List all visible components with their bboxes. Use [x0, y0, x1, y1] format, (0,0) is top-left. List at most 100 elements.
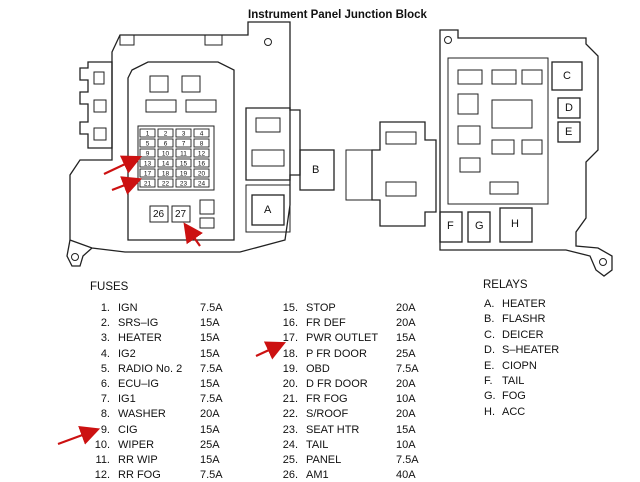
fuse-name: SRS–IG	[118, 317, 159, 330]
fuse-slot	[193, 128, 210, 138]
relay-name: FOG	[502, 390, 526, 403]
fuse-slot	[193, 168, 210, 178]
fuse-rating: 15A	[200, 347, 220, 360]
fuse-slot-number: 13	[144, 161, 152, 168]
fuse-name: P FR DOOR	[306, 347, 367, 360]
relay-name: HEATER	[502, 298, 546, 310]
fuse-number: 10.	[94, 438, 110, 451]
fuse-number: 21.	[282, 393, 298, 406]
fuse-rating: 20A	[396, 317, 416, 330]
relay-letter: B.	[484, 313, 495, 326]
fuse-rating: 7.5A	[396, 454, 419, 466]
fuse-name: AM1	[306, 469, 329, 482]
label-fuse-27: 27	[175, 209, 187, 220]
fuse-slot	[157, 158, 174, 168]
fuse-rating: 15A	[396, 423, 416, 436]
relay-f-box	[439, 211, 463, 243]
label-relay-h: H	[511, 218, 519, 230]
fuse-name: IG1	[118, 393, 136, 406]
fuse-slot	[193, 138, 210, 148]
label-relay-b: B	[312, 164, 320, 176]
diagram-title: Instrument Panel Junction Block	[248, 9, 427, 21]
fuse-slot	[193, 178, 210, 188]
label-relay-c: C	[563, 70, 571, 82]
fuse-number: 4.	[100, 347, 110, 360]
fuse-name: D FR DOOR	[306, 378, 368, 390]
fuse-slot	[139, 148, 156, 158]
fuse-slot	[139, 128, 156, 138]
relay-letter: G.	[484, 390, 496, 403]
relay-letter: A.	[484, 298, 495, 310]
relay-letter: C.	[484, 328, 495, 341]
fuse-slot-number: 20	[198, 171, 206, 178]
fuse-number: 11.	[95, 454, 110, 466]
fuse-rating: 7.5A	[200, 362, 223, 375]
fuse-rating: 15A	[396, 332, 416, 345]
label-relay-f: F	[447, 220, 454, 232]
fuse-rating: 20A	[396, 408, 416, 421]
fuse-rating: 7.5A	[200, 469, 223, 482]
fuse-slot-number: 11	[180, 151, 187, 158]
relay-name: TAIL	[502, 375, 525, 387]
fuse-name: IG2	[118, 347, 136, 360]
fuse-slot	[175, 168, 192, 178]
label-fuse-26: 26	[153, 209, 165, 220]
fuse-slot	[175, 138, 192, 148]
right-junction-housing	[345, 29, 613, 277]
fuse-name: FR FOG	[306, 393, 348, 406]
fuse-slot-number: 7	[182, 141, 186, 148]
fuse-rating: 20A	[396, 378, 416, 390]
fuse-slot-number: 15	[180, 161, 188, 168]
fuse-rating: 10A	[396, 393, 416, 406]
fuse-slot-number: 18	[162, 171, 170, 178]
relay-a-box	[251, 194, 285, 226]
fuse-slot-number: 17	[144, 171, 152, 178]
fuse-slot-number: 16	[198, 161, 206, 168]
fuse-rating: 10A	[396, 438, 416, 451]
fuse-slot-number: 19	[180, 171, 188, 178]
fuse-name: RADIO No. 2	[118, 362, 183, 375]
fuse-slot-number: 5	[146, 141, 150, 148]
fuse-name: HEATER	[118, 332, 162, 345]
fuse-slot	[139, 138, 156, 148]
fuse-rating: 20A	[200, 408, 220, 421]
fuse-number: 22.	[282, 408, 298, 421]
fuse-rating: 15A	[200, 317, 220, 330]
fuse-slot-number: 22	[162, 181, 170, 188]
fuse-number: 5.	[100, 362, 110, 375]
fuse-slot-number: 4	[200, 131, 204, 138]
relay-b-box	[299, 149, 335, 191]
fuse-rating: 20A	[396, 302, 416, 314]
arrow-to-fuse-27	[183, 222, 203, 247]
fuse-name: S/ROOF	[306, 408, 349, 421]
fuses-heading: FUSES	[90, 281, 129, 293]
fuse-slot	[157, 148, 174, 158]
fuse-slot-number: 9	[146, 151, 150, 158]
fuse-number: 23.	[282, 423, 298, 436]
fuse-rating: 7.5A	[200, 393, 223, 406]
arrow-to-fuse-17	[111, 176, 143, 195]
arrow-to-list-17	[255, 341, 286, 360]
relay-letter: D.	[484, 344, 495, 357]
fuse-slot-number: 1	[146, 131, 150, 138]
fuse-name: WIPER	[118, 438, 155, 451]
fuse-number: 17.	[282, 332, 298, 345]
fuse-rating: 15A	[200, 378, 220, 390]
fuse-number: 19.	[282, 362, 298, 375]
fuse-slot-number: 21	[144, 181, 152, 188]
fuse-number: 2.	[100, 317, 110, 330]
fuse-name: TAIL	[306, 438, 329, 451]
fuse-number: 1.	[100, 302, 110, 314]
arrow-to-list-9	[57, 426, 101, 446]
fuse-name: STOP	[306, 302, 336, 314]
fuse-name: OBD	[306, 362, 330, 375]
label-relay-d: D	[565, 102, 573, 114]
fuse-slot	[157, 178, 174, 188]
label-relay-g: G	[475, 220, 484, 232]
fuse-name: RR WIP	[118, 454, 158, 466]
fuse-name: SEAT HTR	[306, 423, 360, 436]
fuse-rating: 15A	[200, 332, 220, 345]
relay-letter: E.	[484, 359, 495, 372]
